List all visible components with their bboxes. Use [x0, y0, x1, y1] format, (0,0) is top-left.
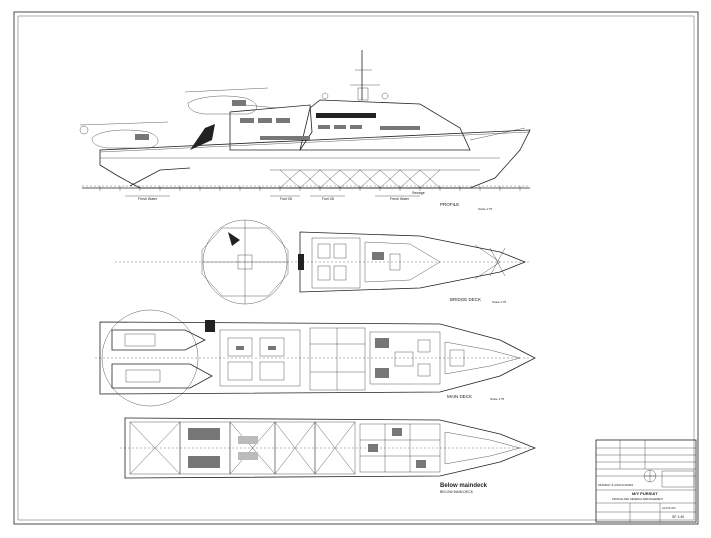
below-deck-label: Below maindeck [440, 483, 488, 489]
bridge-deck-view: BRIDGE DECK Scale 1:75 [115, 219, 530, 305]
main-deck-label: MAIN DECK [447, 394, 472, 399]
drawing-scale: SF 1:40 [672, 515, 684, 519]
bridge-deck-outline [299, 231, 527, 293]
drawing-number: 2A-970-100 [662, 506, 676, 510]
tag-sewage: Sewage [412, 191, 425, 195]
superstructure-aft [229, 104, 313, 151]
bridge-deck-scale: Scale 1:75 [492, 300, 507, 304]
sheet-border [13, 11, 699, 525]
engine-stbd [188, 456, 220, 468]
below-deck-sublabel: BELOW MAIN DECK [440, 490, 474, 494]
profile-label: PROFILE [440, 202, 459, 207]
tender-2 [111, 363, 213, 389]
main-deck-view: MAIN DECK Scale 1:75 [95, 309, 536, 407]
helicopter-lower [79, 121, 169, 149]
profile-scale: Scale 1:75 [478, 207, 493, 211]
tank-bracing [279, 169, 441, 189]
radome [381, 92, 389, 100]
main-deck-outline [99, 321, 536, 395]
saloon [369, 331, 441, 385]
helideck [201, 227, 289, 297]
company-name: MURRAY & ASSOCIATES [598, 483, 633, 487]
crew-quarters [359, 423, 441, 473]
aft-deck-circle [101, 309, 199, 407]
bridge-windows [316, 113, 376, 118]
below-deck-outline [124, 417, 537, 479]
tag-fuel-oil-2: Fuel Oil [322, 197, 334, 201]
engine-port [188, 428, 220, 440]
superstructure-main [299, 99, 471, 151]
vessel-name: M/Y PURSUIT [632, 491, 658, 496]
tender-garage [219, 329, 301, 387]
sheet-inner-border [17, 15, 695, 521]
hull-profile [99, 129, 531, 189]
tag-fuel-oil-1: Fuel Oil [280, 197, 292, 201]
cabin-block [309, 327, 366, 391]
below-deck-view: Below maindeck BELOW MAIN DECK [120, 417, 537, 494]
tank-compartments [129, 421, 356, 475]
bridge-deck-label: BRIDGE DECK [450, 297, 481, 302]
tag-fresh-water-1: Fresh Water [138, 197, 158, 201]
tag-fresh-water-2: Fresh Water [390, 197, 410, 201]
profile-view: Fresh Water Fuel Oil Fuel Oil Fresh Wate… [79, 50, 531, 211]
helicopter-upper [184, 87, 279, 115]
drawing-title: PROFILE AND GENERAL ARRANGEMENT [612, 497, 663, 501]
tender-1 [111, 329, 206, 351]
crane [190, 124, 215, 150]
station-ticks [99, 186, 521, 191]
title-block: MURRAY & ASSOCIATES M/Y PURSUIT PROFILE … [595, 439, 697, 523]
main-deck-scale: Scale 1:75 [490, 397, 505, 401]
